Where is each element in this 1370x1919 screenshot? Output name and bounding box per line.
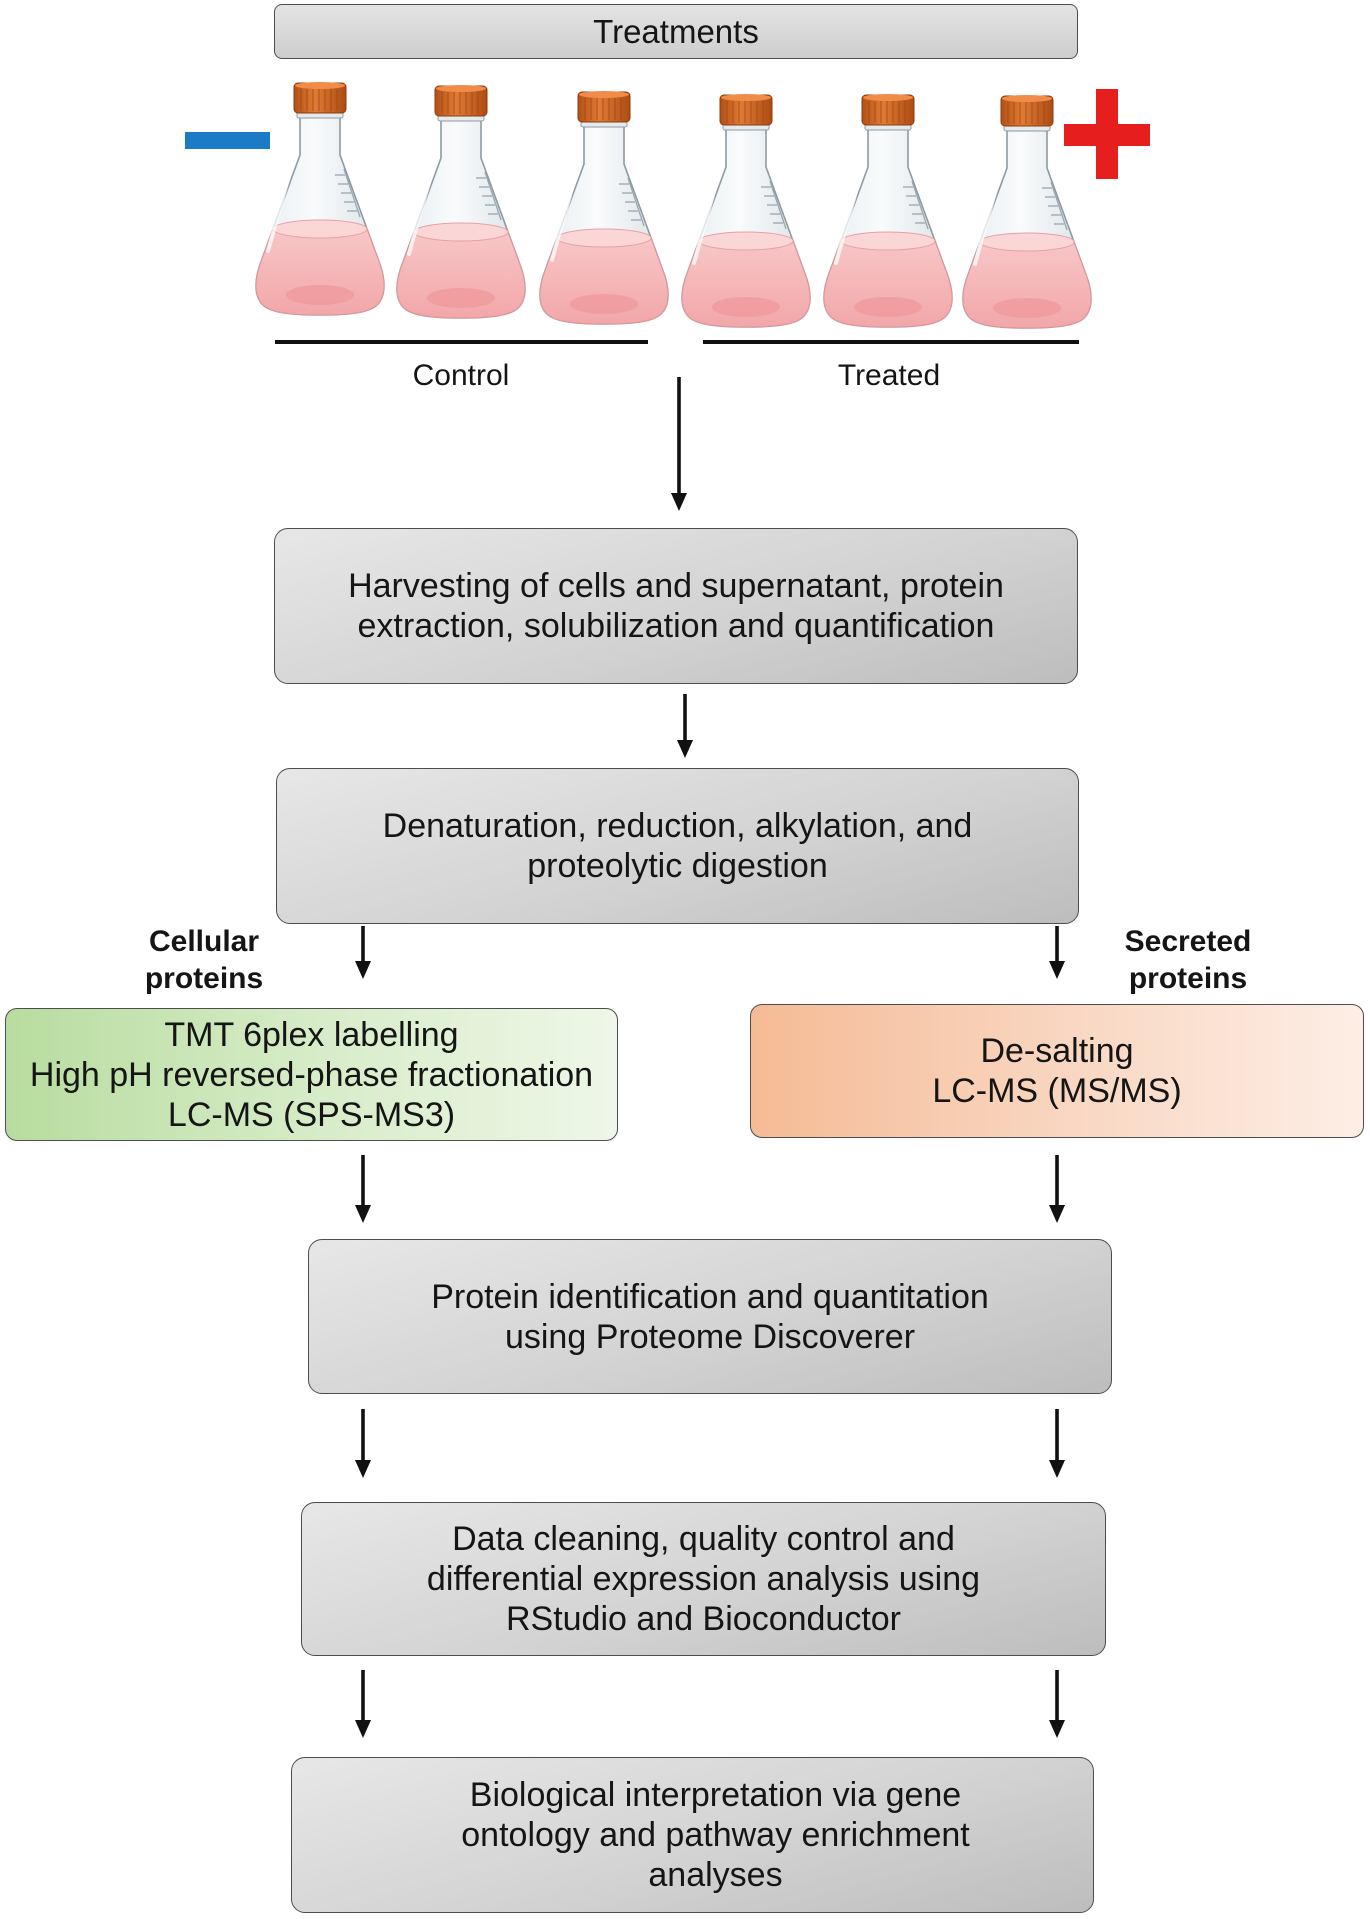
step-text-line: RStudio and Bioconductor — [505, 1600, 902, 1638]
arrow-to-secreted-branch — [1049, 926, 1065, 979]
minus-sign-icon — [185, 132, 270, 149]
flask-icon-control-1 — [254, 80, 386, 317]
step-data-cleaning-box: Data cleaning, quality control and diffe… — [301, 1502, 1106, 1656]
step-text-line: Data cleaning, quality control and — [452, 1520, 955, 1558]
step-interpretation-box: Biological interpretation via gene ontol… — [291, 1757, 1094, 1913]
cellular-branch-box: TMT 6plex labelling High pH reversed-pha… — [5, 1008, 618, 1141]
flask-icon-treated-1 — [680, 92, 812, 329]
branch-label-line: proteins — [144, 962, 264, 995]
flask-icon-treated-2 — [822, 92, 954, 329]
step-text-line: extraction, solubilization and quantific… — [357, 607, 995, 645]
step-text-line: differential expression analysis using — [426, 1560, 981, 1598]
step-text-line: using Proteome Discoverer — [504, 1317, 916, 1356]
arrow-cellular-to-identification — [355, 1155, 371, 1223]
step-text-line: Protein identification and quantitation — [431, 1277, 989, 1316]
flask-icon-control-3 — [538, 89, 670, 326]
branch-text-line: De-salting — [980, 1032, 1134, 1070]
step-harvesting-box: Harvesting of cells and supernatant, pro… — [274, 528, 1078, 684]
arrow-left-to-interpretation — [355, 1670, 371, 1738]
step-text-line: Denaturation, reduction, alkylation, and — [382, 807, 973, 845]
secreted-proteins-label: Secreted proteins — [1088, 923, 1288, 997]
secreted-branch-box: De-salting LC-MS (MS/MS) — [750, 1004, 1364, 1138]
branch-label-line: Cellular — [148, 925, 260, 958]
arrow-to-cellular-branch — [355, 926, 371, 979]
step-digestion-box: Denaturation, reduction, alkylation, and… — [276, 768, 1079, 924]
branch-label-line: Secreted — [1124, 925, 1252, 958]
step-text-line: ontology and pathway enrichment — [461, 1816, 970, 1854]
treatments-title: Treatments — [593, 12, 759, 50]
branch-text-line: TMT 6plex labelling — [164, 1015, 459, 1054]
arrow-secreted-to-identification — [1049, 1155, 1065, 1223]
step-text-line: Biological interpretation via gene — [469, 1776, 962, 1814]
arrow-to-harvesting — [671, 377, 687, 511]
cellular-proteins-label: Cellular proteins — [104, 923, 304, 997]
arrow-to-denaturation — [677, 694, 693, 758]
step-text-line: analyses — [648, 1856, 783, 1894]
control-label: Control — [412, 359, 510, 392]
branch-text-line: LC-MS (SPS-MS3) — [167, 1095, 456, 1134]
treatments-header: Treatments — [274, 4, 1078, 59]
branch-label-line: proteins — [1128, 962, 1248, 995]
arrow-right-to-data-cleaning — [1049, 1409, 1065, 1478]
step-text-line: Harvesting of cells and supernatant, pro… — [348, 567, 1004, 605]
arrow-left-to-data-cleaning — [355, 1409, 371, 1478]
arrow-right-to-interpretation — [1049, 1670, 1065, 1738]
branch-text-line: LC-MS (MS/MS) — [932, 1072, 1182, 1110]
step-text-line: proteolytic digestion — [527, 847, 828, 885]
branch-text-line: High pH reversed-phase fractionation — [29, 1055, 594, 1094]
flask-icon-control-2 — [395, 83, 527, 320]
step-identification-box: Protein identification and quantitation … — [308, 1239, 1112, 1394]
treated-label: Treated — [837, 359, 941, 392]
plus-sign-icon — [1064, 89, 1150, 179]
